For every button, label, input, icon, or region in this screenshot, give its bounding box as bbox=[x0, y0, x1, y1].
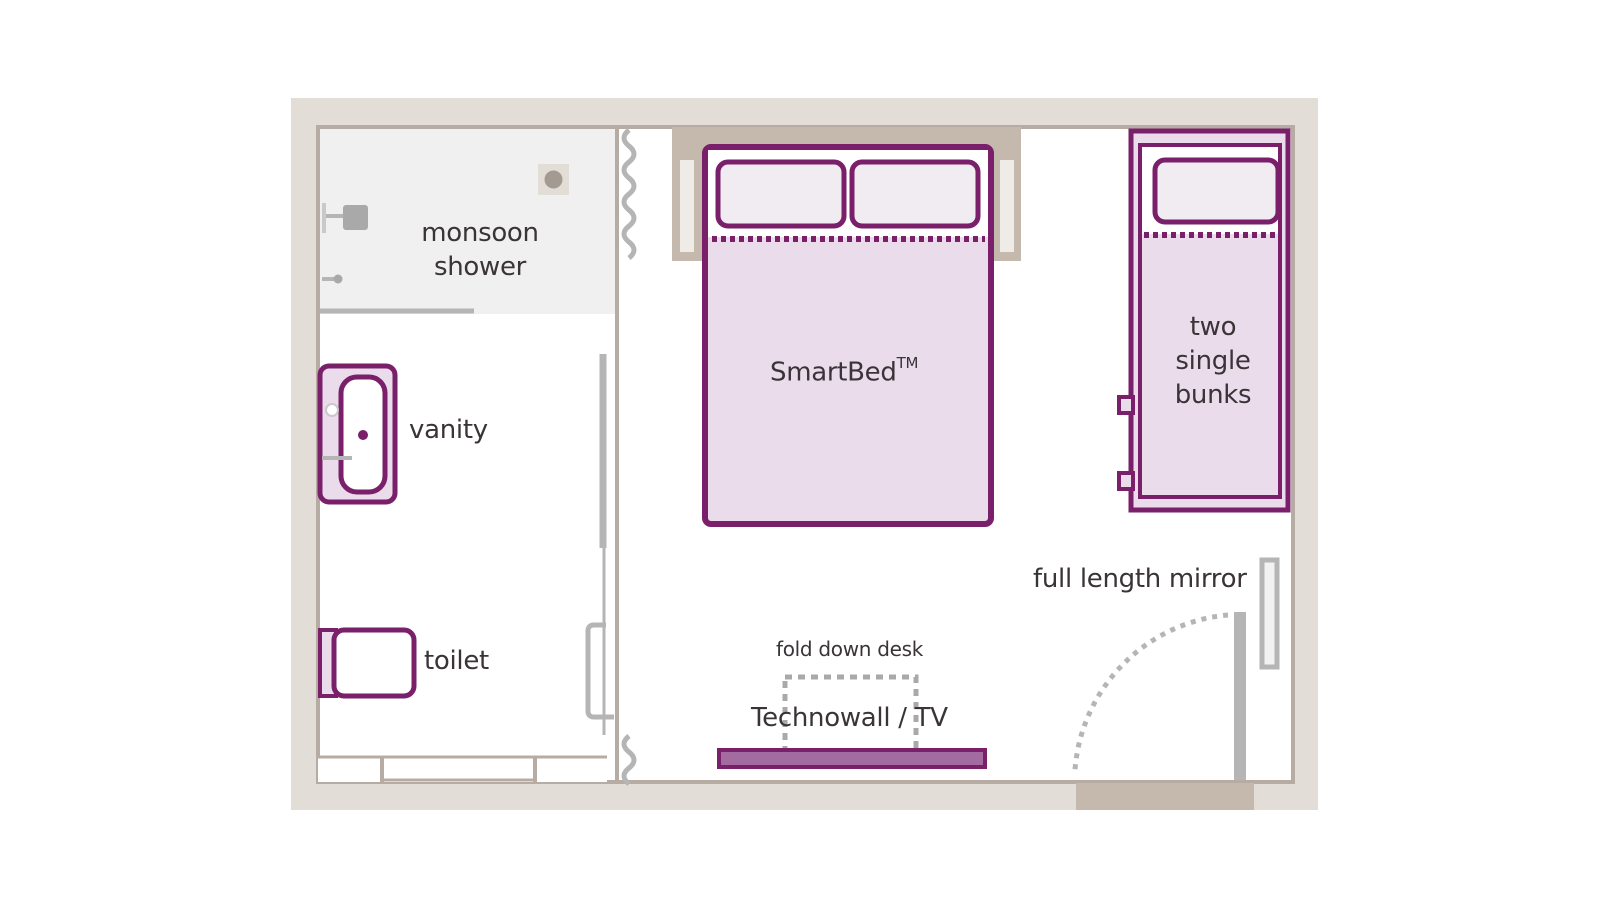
toilet-label: toilet bbox=[424, 646, 489, 676]
shower-floor bbox=[320, 129, 615, 314]
door-handle-icon bbox=[585, 622, 614, 720]
shower-label-line2: shower bbox=[433, 252, 527, 282]
bunks-label-line3: bunks bbox=[1174, 380, 1252, 410]
pillow-left bbox=[715, 159, 847, 229]
curtain-bottom bbox=[621, 734, 637, 786]
bunks-label-line2: single bbox=[1175, 346, 1251, 376]
basin-icon bbox=[317, 363, 398, 505]
bunk-ladder-top bbox=[1117, 395, 1135, 415]
desk-label: fold down desk bbox=[776, 637, 924, 661]
mirror-label: full length mirror bbox=[1033, 564, 1247, 594]
left-nightstand bbox=[680, 160, 694, 252]
vanity-label: vanity bbox=[409, 415, 488, 445]
shower-head-icon bbox=[322, 203, 368, 233]
pillow-right bbox=[849, 159, 981, 229]
bunks-label: two single bunks bbox=[1153, 310, 1273, 412]
bunks-label-line1: two bbox=[1189, 312, 1237, 342]
technowall bbox=[717, 748, 987, 769]
bed-label: SmartBedTM bbox=[770, 349, 918, 390]
shower-label-line1: monsoon bbox=[421, 218, 539, 248]
full-length-mirror bbox=[1259, 557, 1280, 670]
fold-down-desk bbox=[782, 674, 919, 756]
trademark-mark: TM bbox=[896, 354, 919, 372]
shower-valve-icon bbox=[322, 274, 343, 284]
curtain-top bbox=[621, 128, 637, 260]
entry-threshold bbox=[1076, 783, 1254, 810]
bunk-ladder-bottom bbox=[1117, 471, 1135, 491]
shower-label: monsoon shower bbox=[400, 216, 560, 284]
right-nightstand bbox=[1000, 160, 1014, 252]
bathroom-window bbox=[318, 755, 607, 782]
tv-label: Technowall / TV bbox=[751, 703, 948, 733]
bunk-pillow bbox=[1152, 157, 1281, 225]
toilet-icon bbox=[318, 627, 417, 699]
bed-label-text: SmartBed bbox=[770, 357, 897, 388]
drain-icon bbox=[538, 164, 569, 195]
